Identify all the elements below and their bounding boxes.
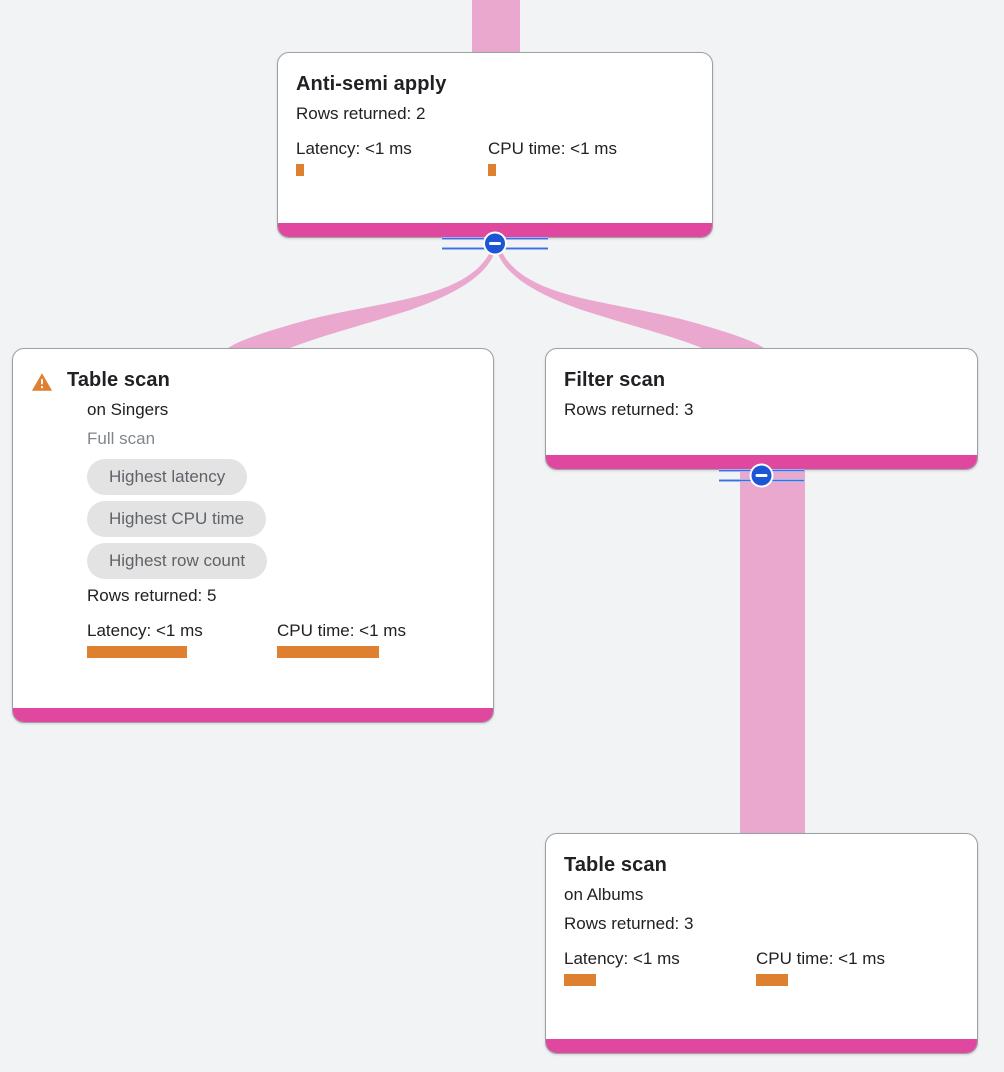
badge-highest-cpu-time[interactable]: Highest CPU time: [87, 501, 267, 537]
metrics-row: Latency: <1 ms CPU time: <1 ms: [296, 138, 694, 176]
badge-list: Highest latency Highest CPU time Highest…: [87, 459, 475, 579]
edge-root-to-table-scan-singers: [228, 248, 496, 348]
metric-cpu-time: CPU time: <1 ms: [277, 620, 406, 658]
metric-latency-label: Latency: <1 ms: [296, 139, 412, 158]
metric-cpu-time-bar: [756, 974, 788, 986]
metric-latency-bar: [564, 974, 596, 986]
node-body: Table scan on Albums Rows returned: 3 La…: [546, 834, 977, 996]
metric-latency-label: Latency: <1 ms: [564, 949, 680, 968]
node-filter-scan[interactable]: Filter scan Rows returned: 3: [545, 348, 978, 470]
metric-latency: Latency: <1 ms: [87, 620, 277, 658]
metric-latency-bar: [87, 646, 187, 658]
collapse-button-filter-scan[interactable]: [719, 463, 804, 489]
node-body: Table scan on Singers Full scan Highest …: [13, 349, 493, 668]
node-footer-bar: [546, 1039, 977, 1053]
badge-highest-latency[interactable]: Highest latency: [87, 459, 248, 495]
node-footer-bar: [546, 455, 977, 469]
node-header: Anti-semi apply: [296, 71, 694, 97]
node-header: Filter scan: [564, 367, 959, 393]
rows-returned-label: Rows returned: 2: [296, 104, 426, 123]
minus-circle-icon[interactable]: [442, 231, 548, 257]
node-body: Anti-semi apply Rows returned: 2 Latency…: [278, 53, 712, 186]
metric-cpu-time: CPU time: <1 ms: [756, 948, 885, 986]
node-title: Filter scan: [564, 369, 666, 391]
rows-returned-label: Rows returned: 5: [87, 586, 217, 605]
metric-cpu-time-bar: [488, 164, 496, 176]
metric-cpu-time-label: CPU time: <1 ms: [756, 949, 885, 968]
node-title: Table scan: [67, 369, 170, 391]
metric-latency: Latency: <1 ms: [564, 948, 756, 986]
node-footer-bar: [278, 223, 712, 237]
collapse-button-anti-semi-apply[interactable]: [442, 231, 548, 257]
node-table-scan-singers[interactable]: Table scan on Singers Full scan Highest …: [12, 348, 494, 723]
metric-cpu-time-label: CPU time: <1 ms: [488, 139, 617, 158]
node-anti-semi-apply[interactable]: Anti-semi apply Rows returned: 2 Latency…: [277, 52, 713, 238]
minus-circle-icon[interactable]: [719, 463, 804, 489]
metrics-row: Latency: <1 ms CPU time: <1 ms: [87, 620, 475, 658]
edge-root-to-filter-scan: [496, 248, 764, 348]
scan-type-label: Full scan: [87, 429, 156, 448]
warning-icon: [31, 373, 53, 391]
node-title: Anti-semi apply: [296, 73, 447, 95]
badge-highest-row-count[interactable]: Highest row count: [87, 543, 268, 579]
edge-filter-scan-to-table-scan-albums: [740, 470, 805, 835]
rows-returned-label: Rows returned: 3: [564, 914, 694, 933]
metric-cpu-time: CPU time: <1 ms: [488, 138, 617, 176]
metrics-row: Latency: <1 ms CPU time: <1 ms: [564, 948, 959, 986]
edge-incoming-root: [472, 0, 520, 53]
node-table-scan-albums[interactable]: Table scan on Albums Rows returned: 3 La…: [545, 833, 978, 1054]
metric-cpu-time-label: CPU time: <1 ms: [277, 621, 406, 640]
metric-cpu-time-bar: [277, 646, 379, 658]
node-body: Filter scan Rows returned: 3: [546, 349, 977, 432]
metric-latency: Latency: <1 ms: [296, 138, 488, 176]
node-footer-bar: [13, 708, 493, 722]
node-header: Table scan: [564, 852, 959, 878]
metric-latency-bar: [296, 164, 304, 176]
node-details: on Singers Full scan Highest latency Hig…: [31, 397, 475, 658]
node-header: Table scan: [31, 367, 475, 393]
rows-returned-label: Rows returned: 3: [564, 400, 694, 419]
node-title-block: Anti-semi apply: [296, 71, 446, 97]
node-subtitle: on Albums: [564, 885, 644, 904]
metric-latency-label: Latency: <1 ms: [87, 621, 203, 640]
node-title: Table scan: [564, 854, 667, 876]
node-subtitle: on Singers: [87, 400, 169, 419]
